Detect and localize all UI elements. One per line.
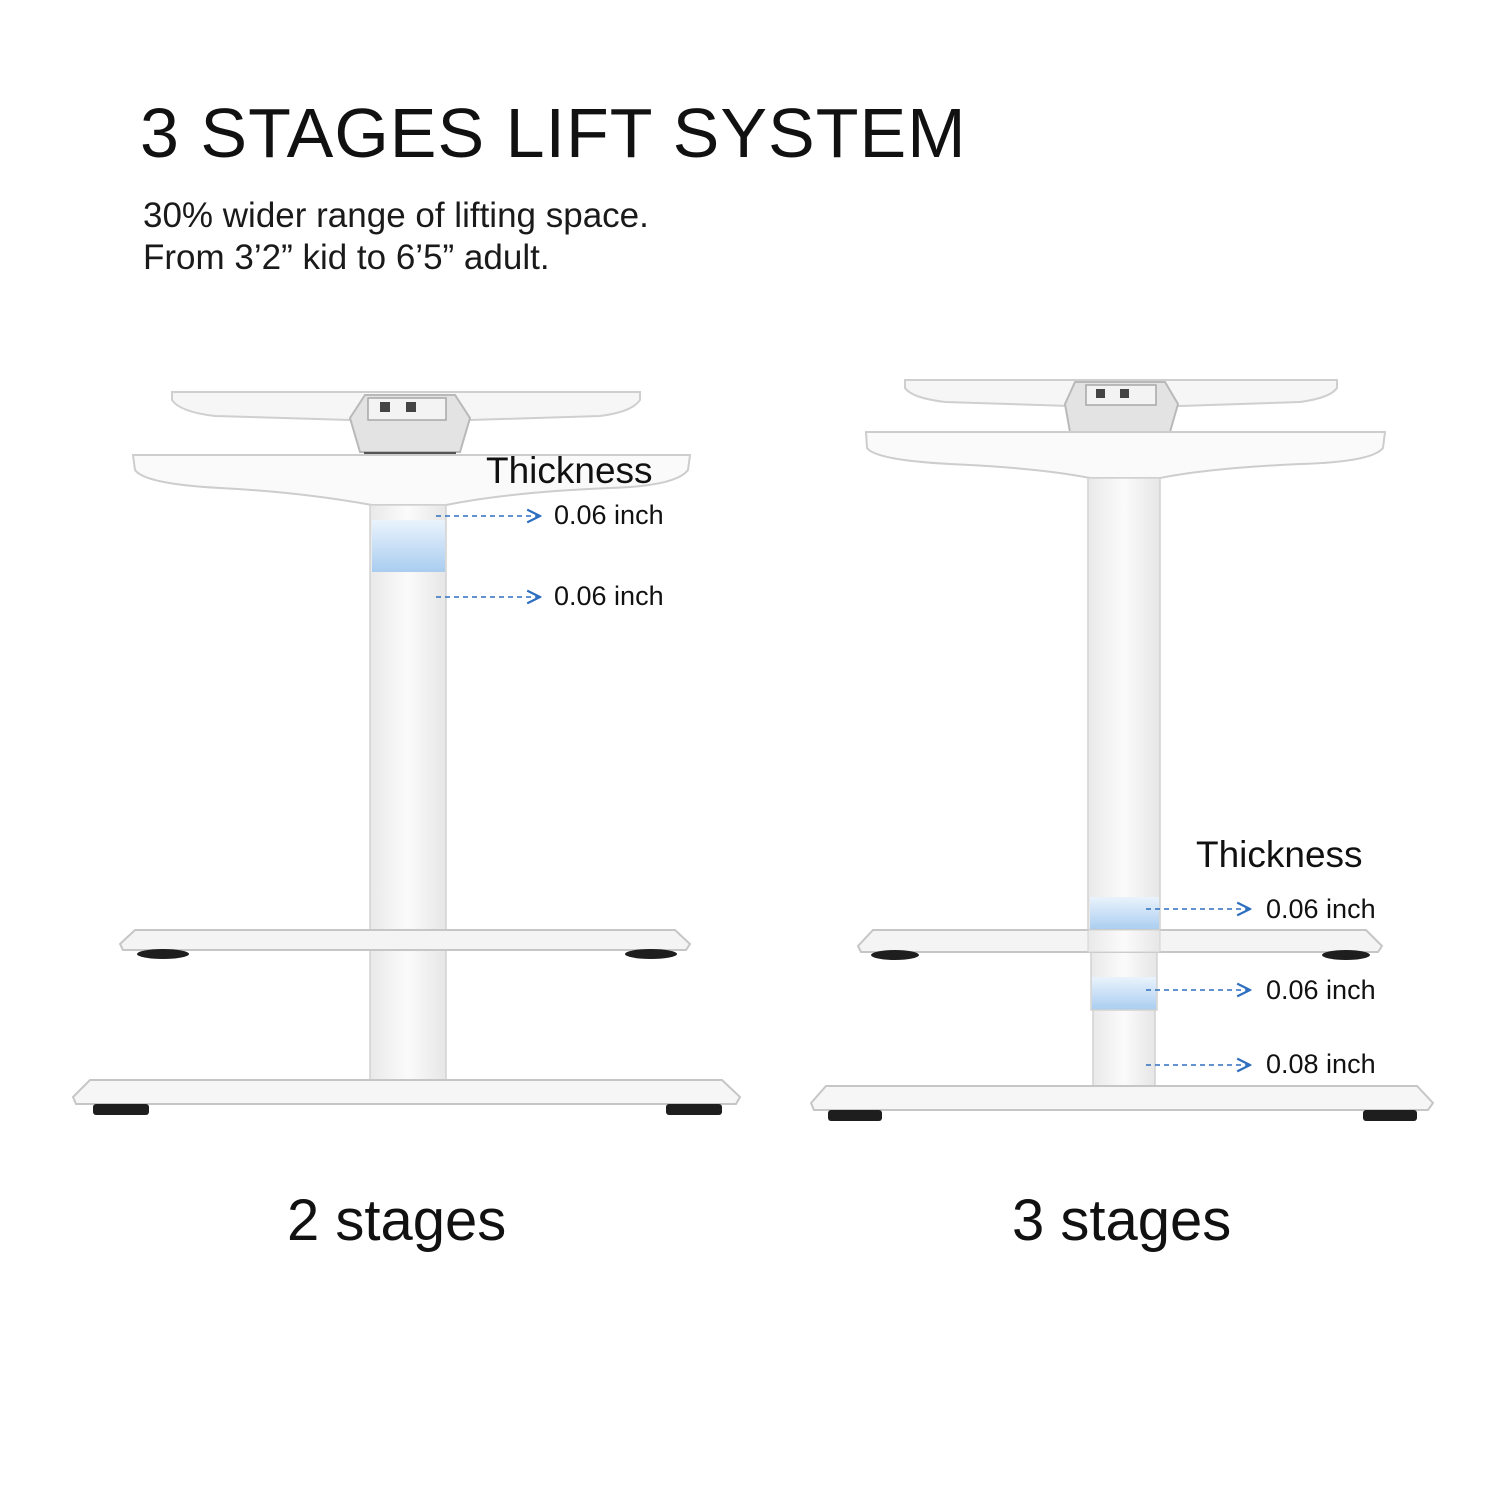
left-thickness-label: Thickness — [486, 450, 653, 491]
subtitle-line-1: 30% wider range of lifting space. — [143, 196, 649, 235]
page-title: 3 STAGES LIFT SYSTEM — [140, 94, 967, 172]
three-stage-frame — [809, 379, 1435, 1121]
right-thickness-label: Thickness — [1196, 834, 1363, 875]
right-measurement-3: 0.08 inch — [1266, 1049, 1376, 1079]
right-measurement-2: 0.06 inch — [1266, 975, 1376, 1005]
two-stage-frame — [71, 391, 742, 1115]
right-stage-label: 3 stages — [1012, 1188, 1232, 1253]
left-stage-label: 2 stages — [287, 1188, 507, 1253]
subtitle-line-2: From 3’2” kid to 6’5” adult. — [143, 238, 550, 277]
right-measurement-1: 0.06 inch — [1266, 894, 1376, 924]
left-measurement-2: 0.06 inch — [554, 581, 664, 611]
left-measurement-1: 0.06 inch — [554, 500, 664, 530]
